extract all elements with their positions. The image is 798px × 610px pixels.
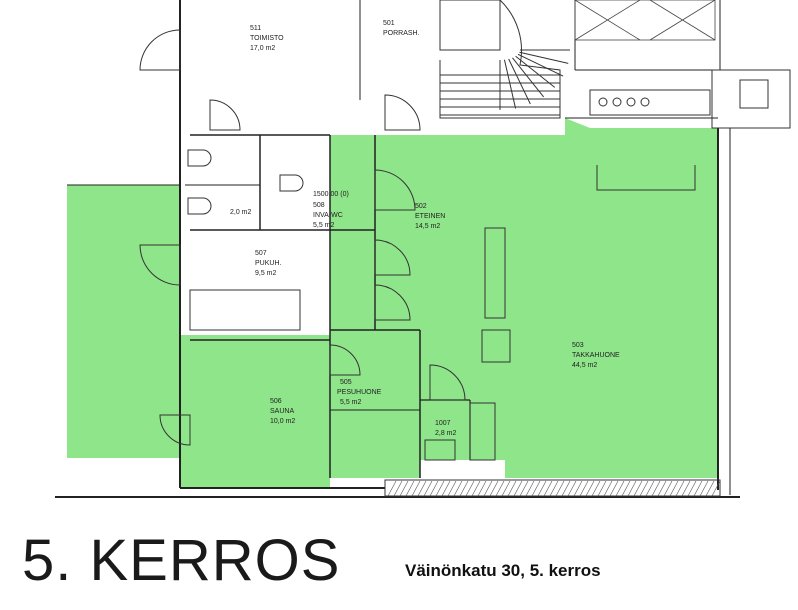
address-caption: Väinönkatu 30, 5. kerros [405, 561, 601, 580]
inva-wc-name: INVA-WC [313, 212, 343, 219]
eteinen-area: 14,5 m2 [415, 223, 440, 230]
toimisto-number: 511 [250, 25, 261, 32]
sauna-area: 10,0 m2 [270, 418, 295, 425]
hatched-wall [384, 479, 721, 497]
pesuhuone-number: 505 [340, 379, 352, 386]
doors [139, 29, 466, 446]
pukuh-number: 507 [255, 250, 267, 257]
sauna-number: 506 [270, 398, 282, 405]
porrash-name: PORRASH. [383, 30, 420, 37]
floor-title: 5. KERROS [22, 528, 341, 593]
pukuh-name: PUKUH. [255, 260, 282, 267]
staircase [439, 0, 570, 119]
inva-wc-area: 5,5 m2 [313, 222, 335, 229]
toimisto-name: TOIMISTO [250, 35, 284, 42]
toimisto-area: 17,0 m2 [250, 45, 275, 52]
fixtures [187, 149, 696, 461]
pukuh-area: 9,5 m2 [255, 270, 277, 277]
sauna-name: SAUNA [270, 408, 294, 415]
porrash-number: 501 [383, 20, 395, 27]
pesuhuone-name: PESUHUONE [337, 389, 382, 396]
kitchen-counter [589, 69, 791, 129]
inva-wc-number: 508 [313, 202, 325, 209]
small-room-area: 2,8 m2 [435, 430, 457, 437]
takkahuone-number: 503 [572, 342, 584, 349]
window-frames [574, 0, 716, 41]
apartment-area [67, 118, 718, 488]
room-labels: 511 TOIMISTO 17,0 m2 501 PORRASH. 508 IN… [230, 20, 620, 437]
floor-plan: 511 TOIMISTO 17,0 m2 501 PORRASH. 508 IN… [55, 0, 791, 498]
eteinen-name: ETEINEN [415, 213, 445, 220]
dimension-note: 1500.00 (0) [313, 191, 349, 198]
walls [55, 0, 740, 498]
takkahuone-name: TAKKAHUONE [572, 352, 620, 359]
eteinen-number: 502 [415, 203, 427, 210]
hatch-lines [387, 480, 721, 497]
takkahuone-area: 44,5 m2 [572, 362, 597, 369]
small-room-number: 1007 [435, 420, 451, 427]
pesuhuone-area: 5,5 m2 [340, 399, 362, 406]
wc-small-area: 2,0 m2 [230, 209, 252, 216]
